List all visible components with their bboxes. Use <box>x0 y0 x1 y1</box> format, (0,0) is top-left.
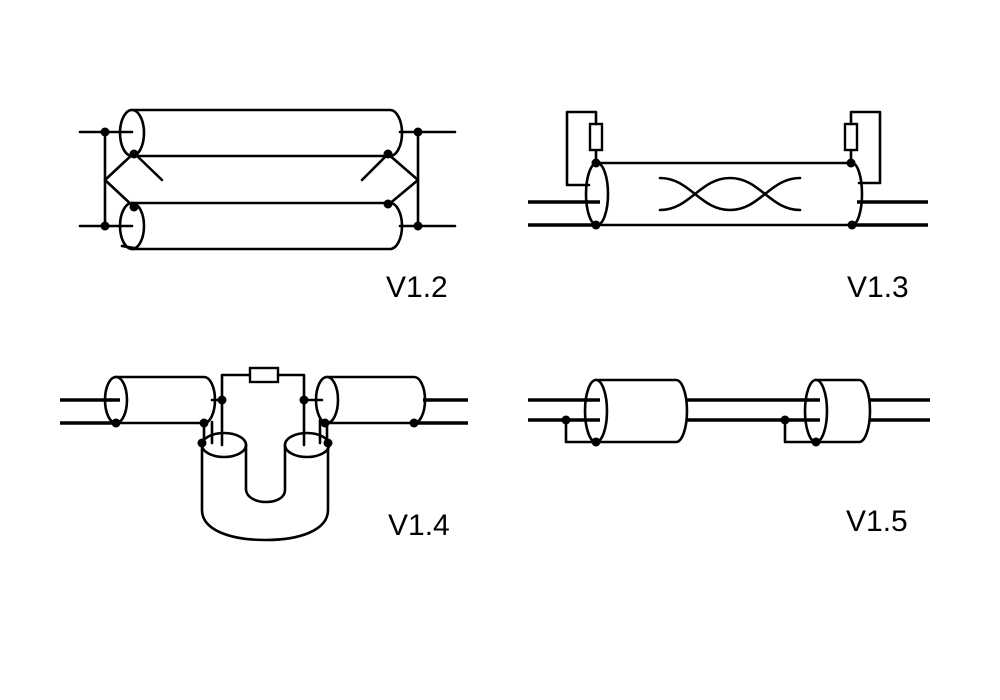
wire <box>360 152 390 182</box>
label-v1-3: V1.3 <box>847 271 909 304</box>
junction-dot <box>100 221 110 231</box>
circuit-v1-2: V1.2 <box>78 108 457 304</box>
junction-dot <box>811 437 821 447</box>
wire <box>386 152 420 207</box>
wire <box>783 418 818 444</box>
junction-dot <box>323 438 333 448</box>
junction-dot <box>780 415 790 425</box>
junction-dot <box>299 395 309 405</box>
junction-dot <box>129 149 139 159</box>
label-v1-2: V1.2 <box>386 271 448 304</box>
coax-cable-right <box>325 375 427 425</box>
cable-end-ellipse <box>583 378 609 444</box>
cable-end-ellipse <box>584 161 610 227</box>
circuit-v1-3: V1.3 <box>528 110 928 304</box>
junction-dot <box>383 149 393 159</box>
wire <box>132 151 164 182</box>
junction-dot <box>217 395 227 405</box>
wire <box>564 418 598 444</box>
label-v1-5: V1.5 <box>846 505 908 538</box>
cable-end-ellipse <box>200 431 248 459</box>
resistor-right <box>843 122 859 152</box>
cable-end-ellipse <box>283 431 331 459</box>
junction-dot <box>591 437 601 447</box>
coax-cable-upper <box>130 108 404 158</box>
wire <box>220 373 252 402</box>
cable-end-ellipse <box>803 378 829 444</box>
wire <box>103 151 136 209</box>
resistor <box>248 366 280 384</box>
junction-dot <box>111 418 121 428</box>
circuit-v1-4: V1.4 <box>60 366 468 542</box>
junction-dot <box>320 418 330 428</box>
junction-dot <box>847 220 857 230</box>
circuit-v1-5: V1.5 <box>528 378 930 538</box>
resistor-left <box>588 122 604 152</box>
junction-dot <box>561 415 571 425</box>
coax-cable-right <box>814 378 872 444</box>
coax-cable <box>595 161 864 227</box>
wire <box>849 110 882 185</box>
junction-dot <box>409 418 419 428</box>
label-v1-4: V1.4 <box>388 509 450 542</box>
wire <box>120 244 136 250</box>
wire <box>565 110 598 187</box>
junction-dot <box>129 202 139 212</box>
junction-dot <box>413 127 423 137</box>
junction-dot <box>383 199 393 209</box>
junction-dot <box>100 127 110 137</box>
twisted-pair-symbol <box>658 176 802 212</box>
wire <box>276 373 324 402</box>
junction-dot <box>591 158 601 168</box>
junction-dot <box>199 418 209 428</box>
junction-dot <box>197 438 207 448</box>
coax-cable-left <box>114 375 217 425</box>
junction-dot <box>591 220 601 230</box>
coax-cable-left <box>594 378 689 444</box>
junction-dot <box>846 158 856 168</box>
twisted-pair-symbol <box>658 176 802 212</box>
coax-cable-lower <box>130 201 404 251</box>
junction-dot <box>413 221 423 231</box>
